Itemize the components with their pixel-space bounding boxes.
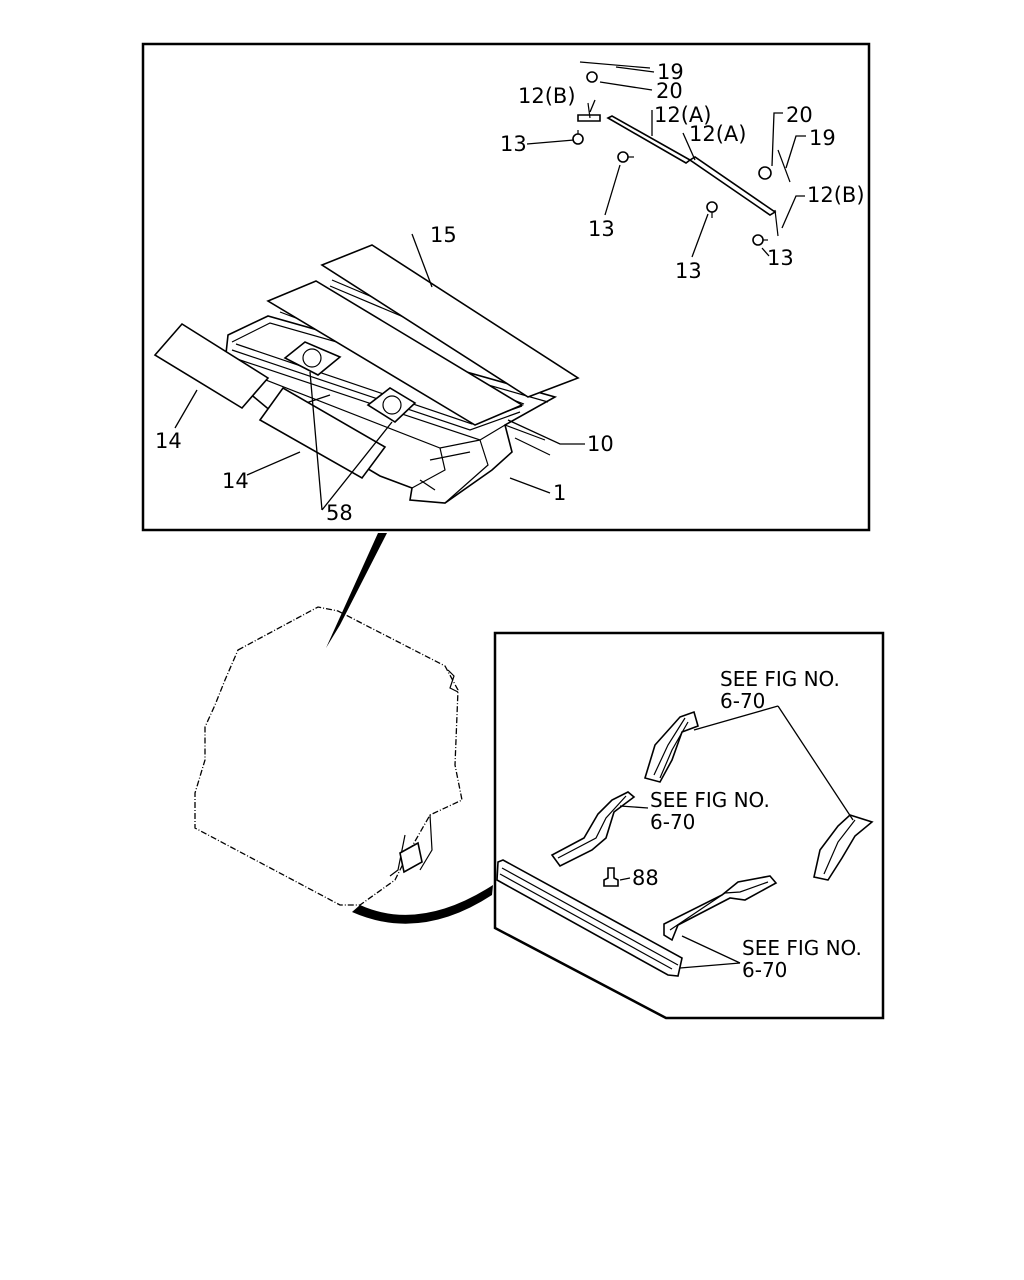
callout-13-d: 13 <box>767 246 794 270</box>
callout-12a-1: 12(A) <box>654 103 711 127</box>
see-fig-note-1-line1: SEE FIG NO. <box>720 667 840 691</box>
roof-detail-frame <box>141 42 871 532</box>
callout-14-b: 14 <box>222 469 249 493</box>
callout-13-c: 13 <box>675 259 702 283</box>
see-fig-note-1-line2: 6-70 <box>720 689 765 713</box>
pointer-wedge-to-roof <box>326 533 387 648</box>
frame-member-bottom <box>663 875 778 942</box>
vehicle-silhouette <box>194 606 463 906</box>
insulator-pad-left <box>153 322 270 410</box>
callout-14-a: 14 <box>155 429 182 453</box>
callout-12a-2: 12(A) <box>689 122 746 146</box>
screw-13-c <box>706 201 718 218</box>
side-sill-rail <box>496 859 683 977</box>
callout-12b-right: 12(B) <box>807 183 865 207</box>
headlining-board-upper <box>320 244 580 398</box>
callout-19-top: 19 <box>657 60 684 84</box>
roof-rail-assembly <box>577 61 791 237</box>
headlining-board-middle <box>266 280 524 426</box>
callout-19-right: 19 <box>809 126 836 150</box>
access-plate-right <box>366 387 417 424</box>
callout-12b-left: 12(B) <box>518 84 576 108</box>
callout-88: 88 <box>632 866 659 890</box>
access-plate-left <box>283 341 342 376</box>
pointer-wedge-to-floor <box>352 885 493 924</box>
frame-member-right <box>813 814 874 881</box>
callout-13-a: 13 <box>500 132 527 156</box>
see-fig-note-2-line2: 6-70 <box>650 810 695 834</box>
callout-15: 15 <box>430 223 457 247</box>
floor-detail-frame <box>493 631 885 1020</box>
see-fig-note-3-line2: 6-70 <box>742 958 787 982</box>
leader-lines-top <box>174 66 806 511</box>
frame-member-upper-left <box>643 710 699 783</box>
callout-10: 10 <box>587 432 614 456</box>
see-fig-note-3-line1: SEE FIG NO. <box>742 936 862 960</box>
callout-58: 58 <box>326 501 353 525</box>
bolt-88 <box>603 867 619 887</box>
callout-20-top: 20 <box>656 79 683 103</box>
leader-lines-bottom <box>619 705 854 969</box>
callout-20-right: 20 <box>786 103 813 127</box>
callout-13-b: 13 <box>588 217 615 241</box>
frame-member-middle-left <box>550 791 636 868</box>
screw-13-a <box>572 130 584 145</box>
see-fig-note-2-line1: SEE FIG NO. <box>650 788 770 812</box>
insulator-pad-center <box>258 386 387 480</box>
clip-20-top <box>586 71 598 83</box>
screw-13-d <box>752 234 768 246</box>
screw-13-b <box>617 151 634 163</box>
clip-20-right <box>758 166 772 180</box>
callout-1: 1 <box>553 481 566 505</box>
